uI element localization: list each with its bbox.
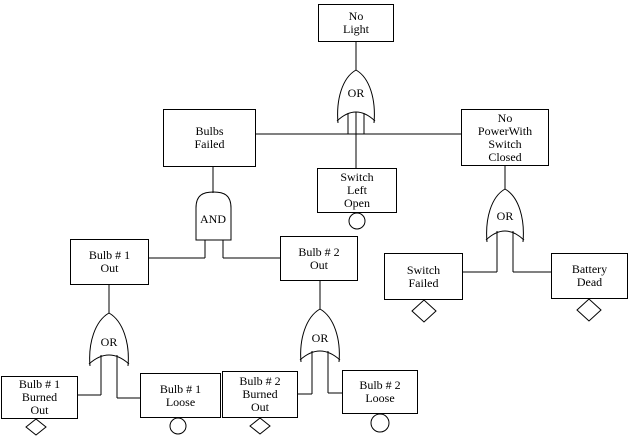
node-bulb-1-out: Bulb # 1 Out bbox=[70, 239, 149, 285]
diamond-symbol-bulb2-burned-out bbox=[249, 417, 271, 435]
node-bulb-2-out: Bulb # 2 Out bbox=[280, 236, 358, 281]
or-gate-bulb1-shape bbox=[88, 312, 130, 367]
node-switch-failed-label: Switch Failed bbox=[406, 262, 441, 290]
node-no-light-label: No Light bbox=[343, 9, 369, 36]
or-gate-power-shape bbox=[485, 188, 525, 243]
node-battery-dead: Battery Dead bbox=[551, 253, 628, 299]
or-gate-top-shape bbox=[336, 69, 376, 124]
node-bulb-2-loose-label: Bulb # 2 Loose bbox=[359, 378, 401, 405]
gate-bulb1-or-label: OR bbox=[100, 335, 118, 349]
gate-top-or-label: OR bbox=[347, 86, 365, 100]
gate-bulb2-or-label: OR bbox=[311, 331, 329, 345]
circle-symbol-switch-left-open bbox=[348, 212, 366, 230]
diamond-symbol-battery-dead bbox=[576, 298, 602, 322]
node-switch-left-open: Switch Left Open bbox=[317, 168, 397, 213]
node-bulb-1-loose: Bulb # 1 Loose bbox=[140, 373, 221, 418]
gate-power-or-label: OR bbox=[496, 209, 514, 223]
gate-bulbs-and-label: AND bbox=[200, 212, 226, 226]
diamond-symbol-switch-failed bbox=[411, 299, 437, 323]
and-gate-shape bbox=[195, 191, 232, 241]
node-bulb-1-burned-out-label: Bulb # 1 Burned Out bbox=[18, 377, 61, 417]
or-gate-bulb2-shape bbox=[299, 308, 341, 363]
circle-symbol-bulb1-loose bbox=[169, 417, 187, 435]
node-bulbs-failed-label: Bulbs Failed bbox=[194, 124, 225, 151]
node-bulb-2-burned-out-label: Bulb # 2 Burned Out bbox=[239, 374, 281, 414]
node-bulb-1-burned-out: Bulb # 1 Burned Out bbox=[1, 376, 78, 419]
node-switch-failed: Switch Failed bbox=[384, 253, 463, 300]
node-switch-left-open-label: Switch Left Open bbox=[340, 170, 374, 210]
node-bulb-2-out-label: Bulb # 2 Out bbox=[298, 244, 340, 272]
node-no-light: No Light bbox=[318, 4, 394, 42]
node-bulb-2-loose: Bulb # 2 Loose bbox=[342, 370, 418, 414]
node-bulbs-failed: Bulbs Failed bbox=[163, 109, 256, 167]
node-bulb-2-burned-out: Bulb # 2 Burned Out bbox=[222, 371, 298, 418]
node-no-power-label: No PowerWith Switch Closed bbox=[477, 110, 533, 164]
circle-symbol-bulb2-loose bbox=[370, 413, 390, 433]
node-battery-dead-label: Battery Dead bbox=[571, 262, 608, 289]
diamond-symbol-bulb1-burned-out bbox=[25, 418, 47, 436]
node-bulb-1-out-label: Bulb # 1 Out bbox=[88, 248, 131, 275]
node-bulb-1-loose-label: Bulb # 1 Loose bbox=[159, 381, 202, 409]
node-no-power-with-switch-closed: No PowerWith Switch Closed bbox=[461, 109, 549, 166]
